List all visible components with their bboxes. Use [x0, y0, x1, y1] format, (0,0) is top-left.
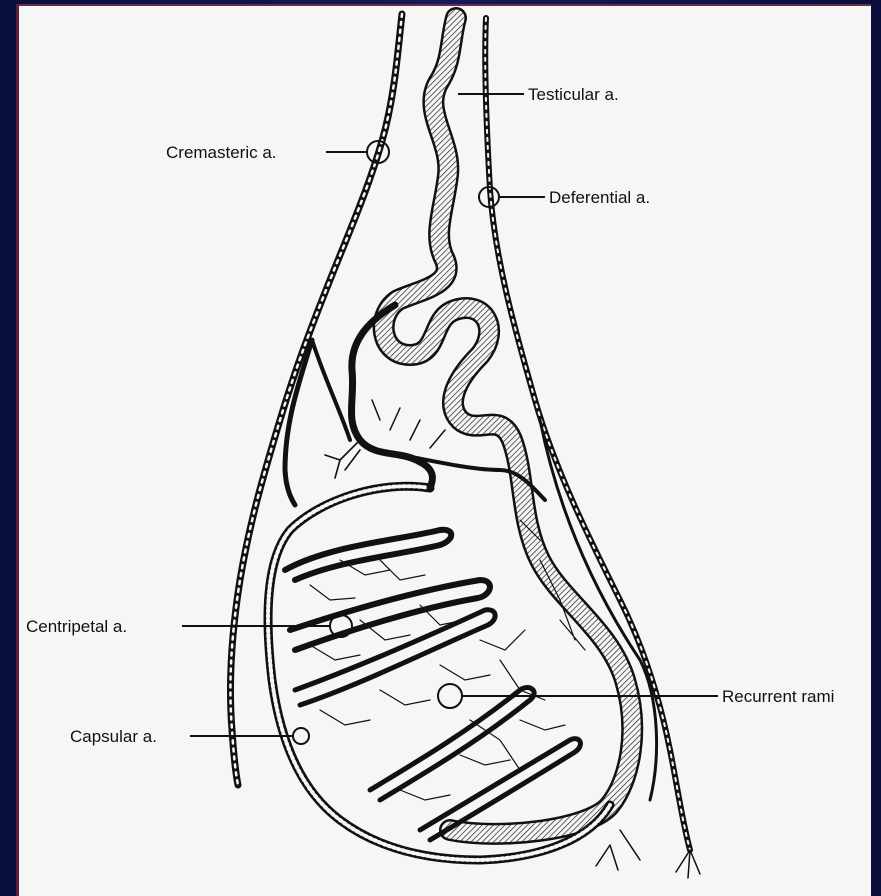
label-recurrent-rami: Recurrent rami — [722, 687, 834, 706]
label-cremasteric-artery: Cremasteric a. — [166, 143, 277, 162]
capsular-marker — [293, 728, 309, 744]
label-testicular-artery: Testicular a. — [528, 85, 619, 104]
label-capsular-artery: Capsular a. — [70, 727, 157, 746]
recurrent-marker — [438, 684, 462, 708]
cremasteric-artery — [230, 14, 402, 785]
label-centripetal-artery: Centripetal a. — [26, 617, 127, 636]
testicular-artery — [384, 18, 633, 834]
label-deferential-artery: Deferential a. — [549, 188, 650, 207]
centripetal-arteries — [285, 530, 580, 840]
